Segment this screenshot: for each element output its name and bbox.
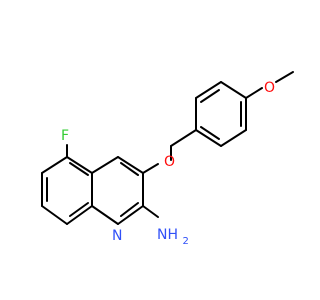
bond — [195, 81, 222, 99]
methoxy-oxygen-label: O — [264, 80, 275, 96]
bond — [275, 71, 294, 83]
fluorine-label: F — [61, 128, 69, 144]
bond — [220, 81, 247, 99]
amine-label: NH 2 — [157, 227, 189, 247]
amine-main-label: NH — [157, 227, 178, 243]
bond — [41, 156, 68, 174]
bond — [91, 205, 119, 225]
ring-nitrogen-label: N — [112, 228, 122, 244]
bond — [91, 156, 119, 174]
bond — [120, 202, 139, 217]
bond — [195, 129, 222, 147]
molecule-canvas: F N NH 2 O O — [41, 71, 294, 247]
ether-oxygen-label: O — [164, 154, 175, 170]
bond — [117, 205, 144, 225]
bond — [117, 156, 144, 174]
bond — [220, 129, 247, 147]
molecule-structure: F N NH 2 O O — [41, 71, 294, 247]
bond — [200, 126, 220, 140]
bond — [170, 129, 197, 147]
bond — [66, 156, 93, 174]
bond — [142, 163, 159, 174]
bond — [69, 202, 89, 217]
bond — [41, 205, 68, 225]
bond — [142, 205, 159, 218]
amine-subscript-label: 2 — [182, 236, 188, 247]
bond — [69, 162, 89, 176]
bond — [200, 89, 220, 103]
bond — [66, 205, 93, 225]
bond — [245, 87, 263, 99]
bond — [120, 162, 139, 176]
